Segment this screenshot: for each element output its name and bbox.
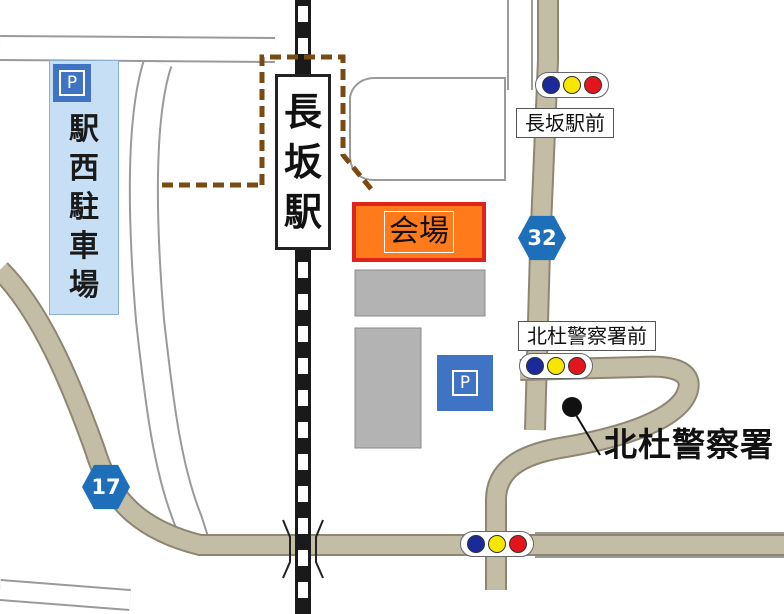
route-number: 17: [91, 475, 121, 499]
west-parking-sign: P: [53, 64, 91, 102]
buildings: [354, 269, 486, 449]
rail-segment: [298, 294, 308, 310]
traffic-signal-south: [460, 531, 534, 557]
signal-red-light: [568, 357, 586, 375]
police-station-marker: [562, 397, 601, 456]
station-footpaths: [162, 54, 374, 192]
rail-segment: [298, 38, 308, 54]
railway-crossing-right: [315, 519, 324, 579]
signal-blue-light: [467, 535, 485, 553]
rail-segment: [298, 390, 308, 406]
rail-segment: [298, 422, 308, 438]
traffic-signal-police: [519, 353, 593, 379]
rail-segment: [298, 582, 308, 598]
rail-segment: [298, 262, 308, 278]
north-east-block-outline: [349, 77, 506, 181]
west-parking-area: [49, 60, 119, 315]
rail-segment: [298, 454, 308, 470]
building-south: [354, 327, 422, 449]
west-parking-char: 西: [69, 151, 99, 186]
west-parking-char: 駐: [69, 190, 99, 225]
rail-segment: [298, 550, 308, 566]
station-char: 坂: [283, 139, 322, 184]
west-parking-char: 駅: [69, 112, 99, 147]
station-name-board: 長 坂 駅: [275, 74, 331, 250]
parking-icon: P: [452, 370, 478, 396]
route-17-shield: 17: [82, 463, 130, 511]
rail-segment: [298, 486, 308, 502]
signal-blue-light: [526, 357, 544, 375]
rail-segment: [298, 326, 308, 342]
signal-red-light: [509, 535, 527, 553]
venue-label: 会場: [384, 211, 454, 253]
west-parking-char: 場: [69, 268, 99, 303]
station-char: 長: [283, 89, 322, 134]
rail-segment: [298, 6, 308, 22]
east-parking-sign: P: [437, 355, 493, 411]
west-parking-label: 駅 西 駐 車 場: [49, 110, 119, 305]
signal-yellow-light: [563, 76, 581, 94]
signal-red-light: [584, 76, 602, 94]
west-parking-char: 車: [69, 229, 99, 264]
building-north: [354, 269, 486, 317]
venue-marker: 会場: [352, 202, 486, 262]
rail-segment: [298, 358, 308, 374]
signal-yellow-light: [547, 357, 565, 375]
signal-blue-light: [542, 76, 560, 94]
rail-white-segments: [298, 6, 308, 598]
traffic-signal-north: [535, 72, 609, 98]
intersection-sign-nagasaka-ekimae: 長坂駅前: [516, 108, 614, 138]
rail-segment: [298, 518, 308, 534]
intersection-sign-hokuto-police-mae: 北杜警察署前: [518, 321, 656, 351]
route-32-shield: 32: [518, 214, 566, 262]
signal-yellow-light: [488, 535, 506, 553]
station-char: 駅: [283, 189, 322, 234]
route-number: 32: [527, 226, 557, 250]
police-station-label: 北杜警察署: [604, 425, 774, 464]
parking-icon: P: [59, 70, 85, 96]
railway-crossing-left: [282, 519, 291, 579]
